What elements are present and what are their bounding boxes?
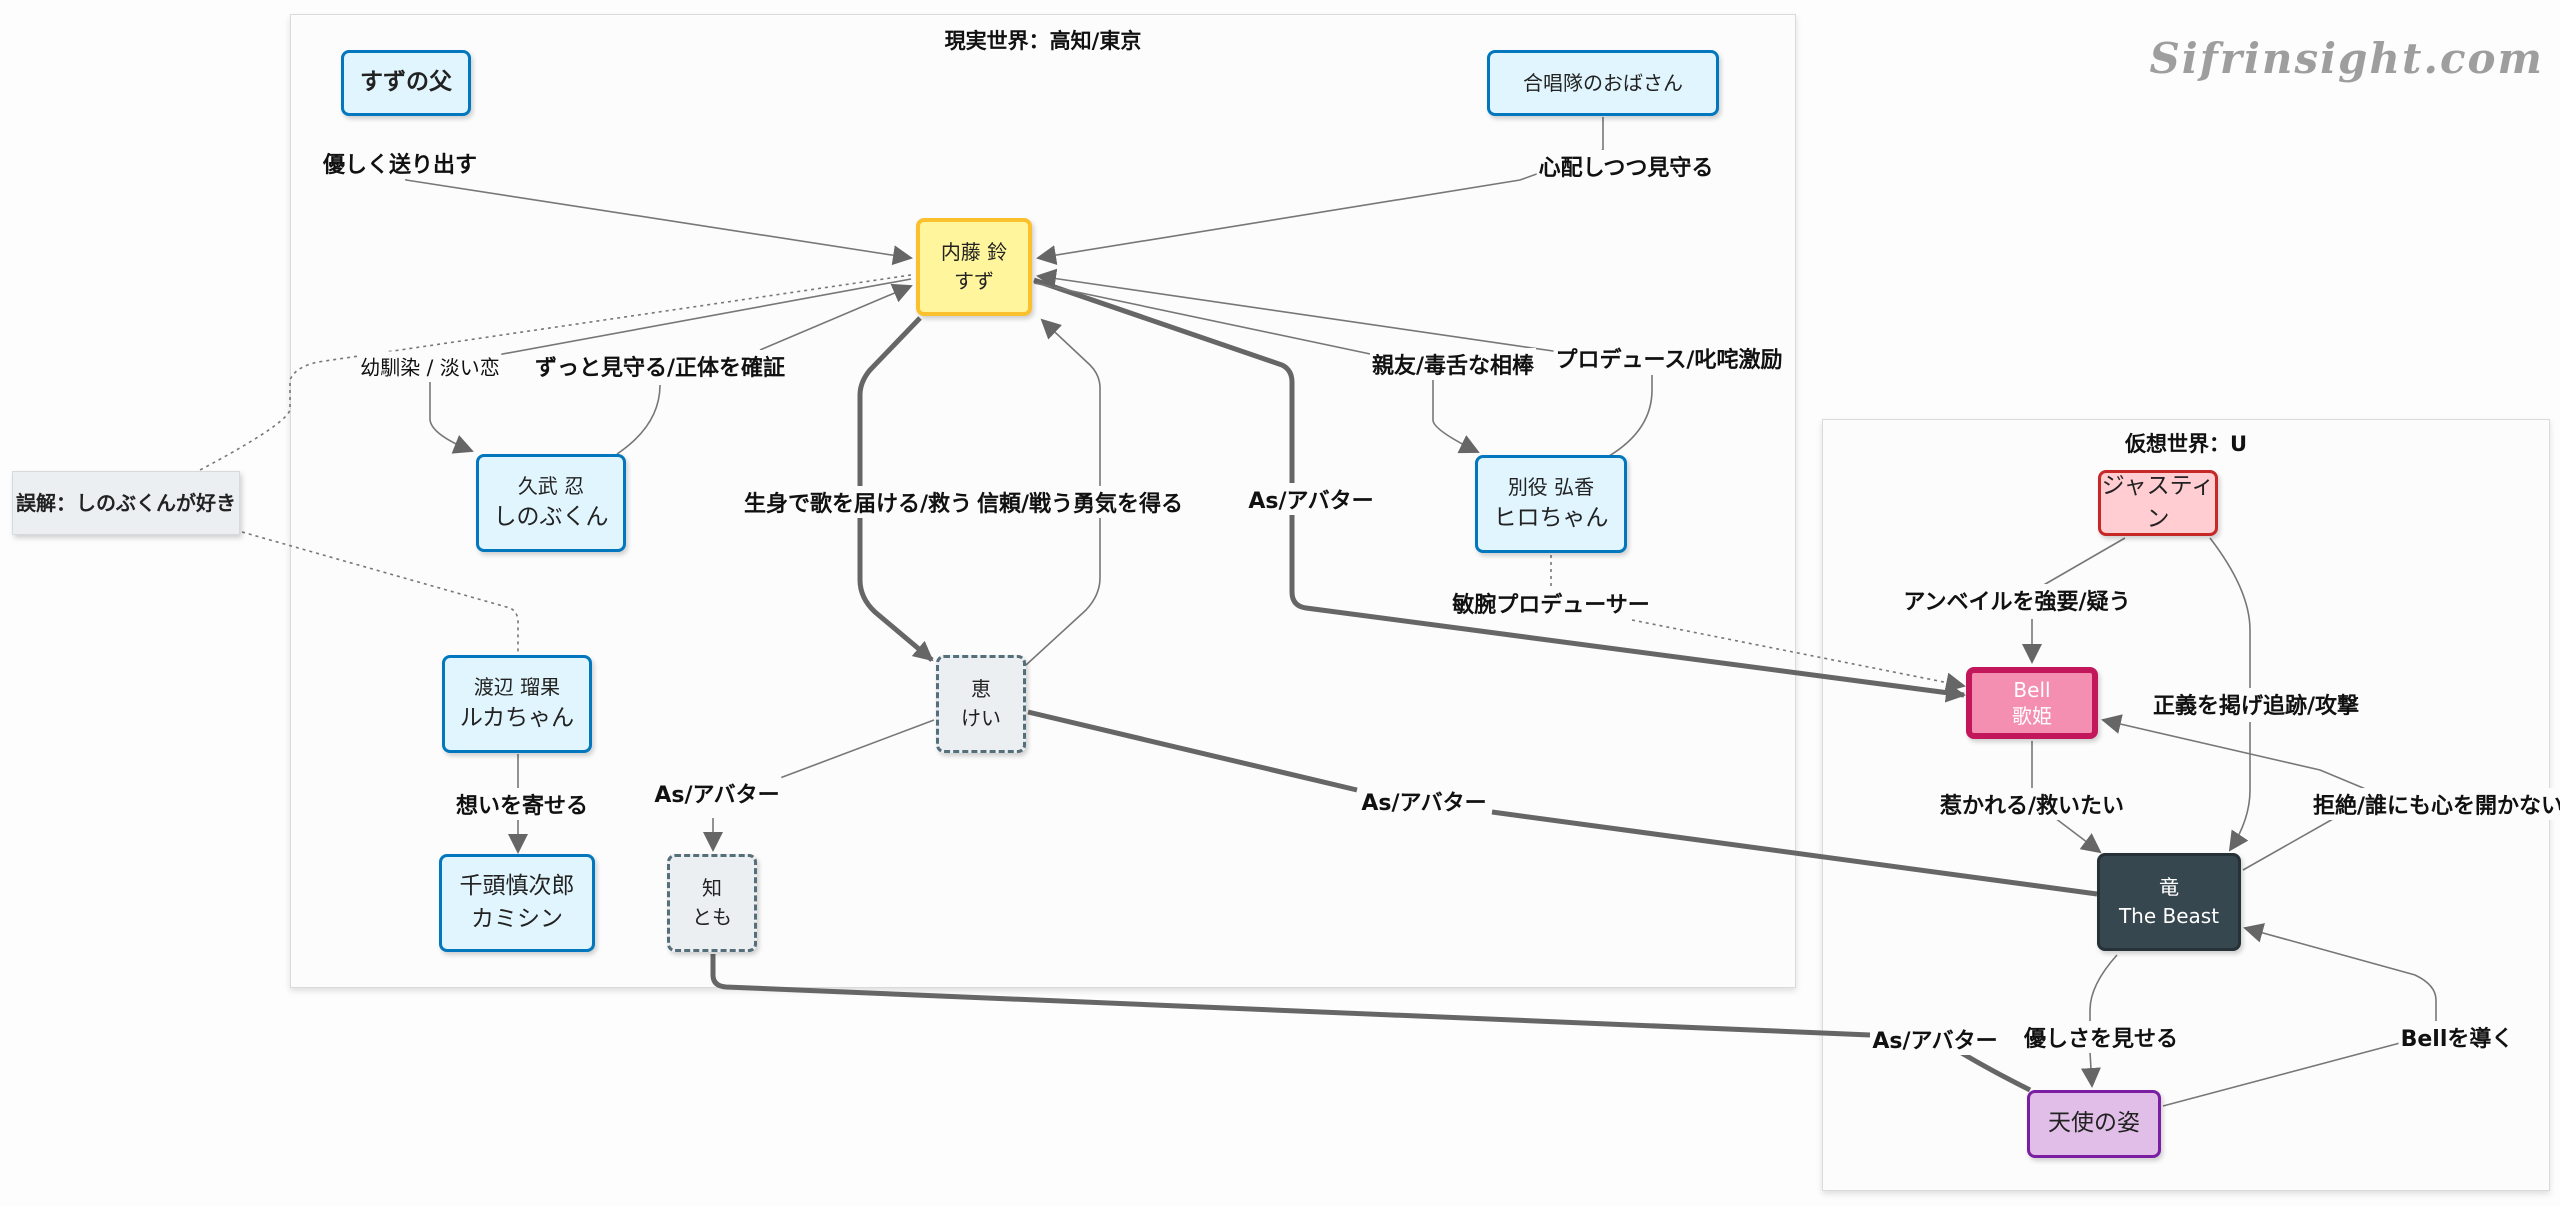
node-kei-name: 恵 — [971, 677, 991, 701]
node-angel-name: 天使の姿 — [2048, 1110, 2140, 1137]
edge-kei-beast — [1027, 709, 2098, 897]
edge-label-suzu-hiro: 親友/毒舌な相棒 — [1369, 348, 1537, 380]
edge-shinobu-suzu — [616, 286, 911, 455]
edge-hiro-bell — [1550, 555, 1964, 686]
node-kamishin-nickname: カミシン — [471, 906, 563, 932]
edge-suzu-shinobu — [429, 278, 912, 451]
node-ruka-name: 渡辺 瑠果 — [473, 674, 561, 699]
edge-label-suzu-kei: 生身で歌を届ける/救う — [741, 486, 975, 518]
edge-label-beast-angel: 優しさを見せる — [2021, 1021, 2181, 1053]
edge-father-suzu — [405, 150, 913, 266]
edge-label-justin-bell: アンベイルを強要/疑う — [1901, 584, 2133, 616]
node-bell[interactable]: Bell 歌姫 — [1966, 667, 2098, 739]
edge-label-hiro-bell: 敏腕プロデューサー — [1450, 587, 1652, 619]
edge-angel-beast — [2162, 928, 2437, 1107]
node-suzu-nickname: すず — [954, 269, 994, 293]
node-shinobu-nickname: しのぶくん — [493, 503, 609, 530]
node-beast-alias: The Beast — [2118, 904, 2220, 928]
node-hiro-name: 別役 弘香 — [1507, 474, 1595, 499]
edge-kei-tomo — [713, 719, 935, 850]
node-ruka[interactable]: 渡辺 瑠果 ルカちゃん — [442, 655, 592, 753]
edge-label-suzu-bell: As/アバター — [1246, 483, 1376, 515]
cluster-real-world-title: 現実世界：高知/東京 — [944, 29, 1142, 53]
node-tomo[interactable]: 知 とも — [667, 854, 757, 952]
node-angel[interactable]: 天使の姿 — [2027, 1090, 2161, 1158]
edge-bell-beast — [2031, 741, 2100, 852]
edge-label-ruka-kamishin: 想いを寄せる — [453, 788, 591, 820]
node-father-name: すずの父 — [360, 69, 452, 96]
edge-label-kei-beast: As/アバター — [1359, 785, 1489, 817]
edge-label-hiro-suzu: プロデュース/叱咤激励 — [1553, 342, 1785, 374]
node-choir[interactable]: 合唱隊のおばさん — [1487, 50, 1719, 116]
edge-label-choir-suzu: 心配しつつ見守る — [1536, 150, 1716, 182]
edge-label-bell-beast: 惹かれる/救いたい — [1937, 788, 2127, 820]
edge-label-beast-bell: 拒絶/誰にも心を開かない — [2310, 788, 2560, 820]
node-choir-name: 合唱隊のおばさん — [1523, 70, 1683, 95]
node-bell-name: Bell — [2013, 678, 2051, 702]
edge-hiro-suzu — [1038, 276, 1653, 457]
edge-misunderstanding-ruka — [241, 531, 519, 654]
edge-tomo-angel — [710, 954, 2032, 1093]
edge-kei-suzu — [1025, 318, 1101, 666]
node-justin[interactable]: ジャスティン — [2098, 470, 2218, 536]
edge-label-angel-beast: Bellを導く — [2398, 1021, 2516, 1053]
node-shinobu[interactable]: 久武 忍 しのぶくん — [476, 454, 626, 552]
edge-label-justin-beast: 正義を掲げ追跡/攻撃 — [2150, 688, 2362, 720]
node-kamishin[interactable]: 千頭慎次郎 カミシン — [439, 854, 595, 952]
edge-beast-bell — [2103, 720, 2381, 871]
node-father[interactable]: すずの父 — [341, 50, 471, 116]
node-kei[interactable]: 恵 けい — [936, 655, 1026, 753]
node-beast-name: 竜 — [2159, 875, 2179, 899]
edge-label-kei-tomo: As/アバター — [652, 777, 782, 809]
cluster-virtual-world-title: 仮想世界：U — [2124, 432, 2248, 456]
edge-suzu-misunderstanding — [199, 274, 912, 471]
edge-suzu-hiro — [1033, 282, 1478, 452]
edge-label-shinobu-suzu: ずっと見守る/正体を確証 — [532, 350, 788, 382]
edge-label-father-suzu: 優しく送り出す — [320, 147, 480, 179]
node-beast[interactable]: 竜 The Beast — [2097, 853, 2241, 951]
site-logo: Sifrinsight.com — [2149, 34, 2544, 83]
edge-label-tomo-angel: As/アバター — [1870, 1023, 2000, 1055]
node-justin-name: ジャスティン — [2101, 472, 2215, 532]
node-tomo-nickname: とも — [692, 905, 732, 929]
node-hiro[interactable]: 別役 弘香 ヒロちゃん — [1475, 455, 1627, 553]
node-kamishin-name: 千頭慎次郎 — [459, 872, 575, 899]
node-misunderstanding-text: 誤解：しのぶくんが好き — [16, 490, 236, 515]
node-misunderstanding[interactable]: 誤解：しのぶくんが好き — [12, 471, 240, 535]
edge-choir-suzu — [1036, 117, 1604, 265]
node-suzu-name: 内藤 鈴 — [940, 240, 1008, 264]
edge-label-kei-suzu: 信頼/戦う勇気を得る — [974, 486, 1186, 518]
edge-justin-beast — [2209, 537, 2251, 850]
node-ruka-nickname: ルカちゃん — [459, 704, 575, 731]
node-kei-nickname: けい — [961, 706, 1001, 730]
edge-label-suzu-shinobu: 幼馴染 / 淡い恋 — [358, 351, 502, 381]
node-tomo-name: 知 — [702, 876, 722, 900]
edge-beast-angel — [2090, 954, 2118, 1086]
node-bell-title: 歌姫 — [2012, 704, 2052, 728]
edge-justin-bell — [2032, 537, 2126, 662]
node-suzu[interactable]: 内藤 鈴 すず — [916, 218, 1032, 316]
node-shinobu-name: 久武 忍 — [517, 473, 585, 498]
node-hiro-nickname: ヒロちゃん — [1493, 504, 1609, 531]
